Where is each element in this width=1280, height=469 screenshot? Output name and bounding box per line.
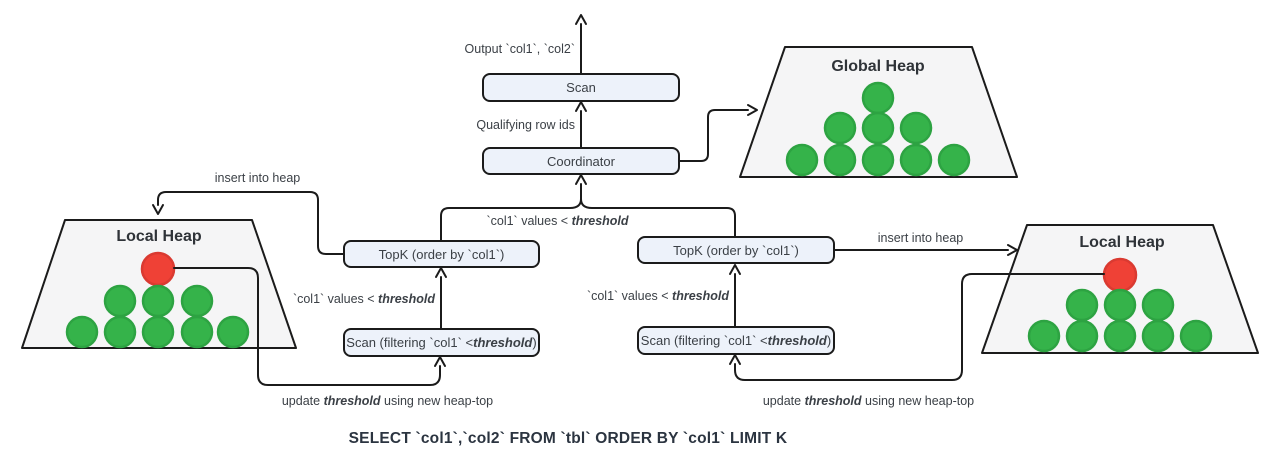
right-local-heap-node-green <box>1103 319 1137 353</box>
left-local-heap-node-green <box>180 284 214 318</box>
global-heap-title: Global Heap <box>831 58 925 75</box>
right-local-heap-node-green <box>1065 319 1099 353</box>
center-col1-values-threshold-label: `col1` values < threshold <box>486 214 629 228</box>
left-local-heap-node-green <box>65 315 99 349</box>
global-heap-node-green <box>785 143 819 177</box>
left-topk-box-label: TopK (order by `col1`) <box>378 246 505 262</box>
left-insert-into-heap-label: insert into heap <box>214 171 301 185</box>
arrow-left-heaptop-update-threshold <box>173 267 446 386</box>
right-local-heap-node-green <box>1141 288 1175 322</box>
sql-query-text: SELECT `col1`,`col2` FROM `tbl` ORDER BY… <box>348 430 788 447</box>
left-local-heap-node-green <box>216 315 250 349</box>
left-col1-values-threshold-label: `col1` values < threshold <box>292 292 435 306</box>
global-heap-node-green <box>823 143 857 177</box>
left-update-threshold-label: update threshold using new heap-top <box>281 394 494 408</box>
left-local-heap-node-green <box>141 315 175 349</box>
left-filter-scan-post: ) <box>532 335 537 350</box>
left-local-heap-top-node-red <box>140 251 176 287</box>
left-local-heap-node-green <box>141 284 175 318</box>
left-local-heap-node-green <box>180 315 214 349</box>
right-local-heap-top-node-red <box>1102 257 1138 293</box>
left-topk-box: TopK (order by `col1`) <box>343 240 540 268</box>
left-filter-scan-em: threshold <box>473 335 533 350</box>
heap-nodes <box>65 81 1213 353</box>
right-local-heap-node-green <box>1179 319 1213 353</box>
arrow-topk-left-insert-into-heap <box>152 191 344 255</box>
right-topk-box-label: TopK (order by `col1`) <box>673 242 799 258</box>
global-heap-node-green <box>937 143 971 177</box>
arrow-topk-left-to-coordinator <box>440 174 587 241</box>
left-local-heap-node-green <box>103 284 137 318</box>
global-heap-node-green <box>823 111 857 145</box>
left-local-heap-node-green <box>103 315 137 349</box>
right-filter-scan-em: threshold <box>767 333 827 348</box>
right-filter-scan-pre: Scan (filtering `col1` < <box>640 333 768 348</box>
arrow-right-heaptop-update-threshold <box>729 273 1105 381</box>
right-col1-values-threshold-label: `col1` values < threshold <box>586 289 729 303</box>
wire-topk-right-to-coordinator <box>580 198 736 237</box>
global-heap-node-green <box>861 81 895 115</box>
right-filter-scan-post: ) <box>826 333 832 348</box>
coordinator-box: Coordinator <box>482 147 680 175</box>
right-local-heap-node-green <box>1103 288 1137 322</box>
right-local-heap-title: Local Heap <box>1079 234 1165 251</box>
output-scan-box: Scan <box>482 73 680 102</box>
left-filter-scan-box: Scan (filtering `col1` < threshold) <box>343 328 540 357</box>
left-filter-scan-pre: Scan (filtering `col1` < <box>346 335 474 350</box>
output-columns-label: Output `col1`, `col2` <box>464 42 575 56</box>
qualifying-row-ids-label: Qualifying row ids <box>476 118 575 132</box>
left-local-heap-title: Local Heap <box>116 228 202 245</box>
output-scan-box-label: Scan <box>566 80 596 95</box>
right-local-heap-node-green <box>1065 288 1099 322</box>
right-topk-box: TopK (order by `col1`) <box>637 236 835 264</box>
global-heap-node-green <box>861 143 895 177</box>
global-heap-node-green <box>899 111 933 145</box>
right-insert-into-heap-label: insert into heap <box>877 231 964 245</box>
global-heap-node-green <box>899 143 933 177</box>
right-filter-scan-box: Scan (filtering `col1` < threshold) <box>637 326 835 355</box>
right-local-heap-node-green <box>1141 319 1175 353</box>
coordinator-box-label: Coordinator <box>547 153 615 169</box>
right-local-heap-node-green <box>1027 319 1061 353</box>
global-heap-node-green <box>861 111 895 145</box>
arrow-coordinator-to-global-heap <box>679 104 758 162</box>
right-update-threshold-label: update threshold using new heap-top <box>762 394 975 408</box>
